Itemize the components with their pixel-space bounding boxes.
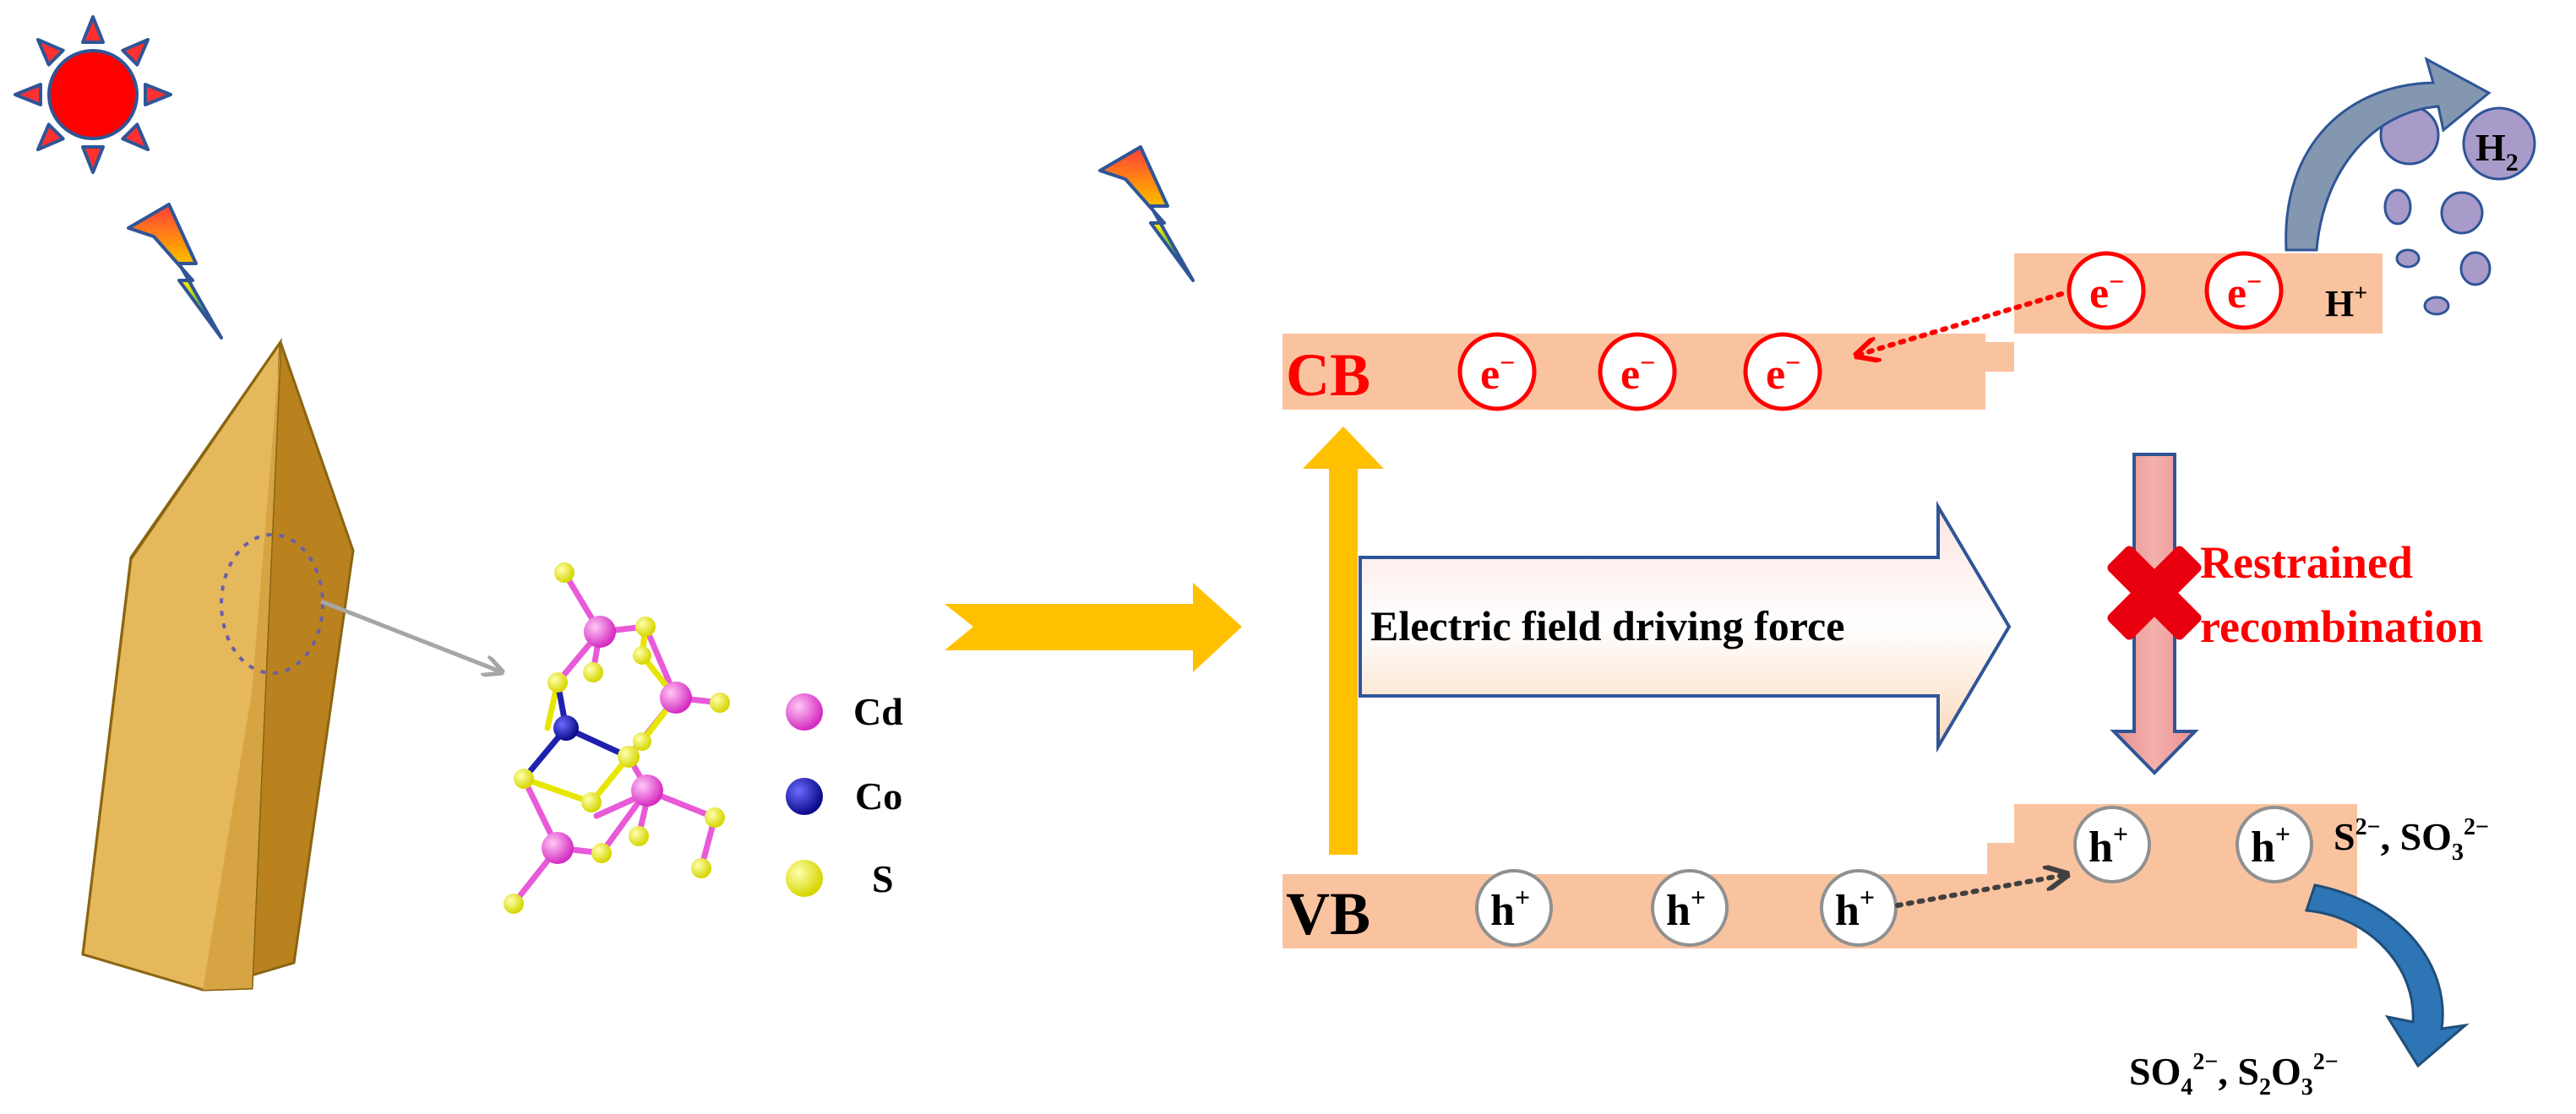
vb-label: VB [1286,880,1370,948]
svg-text:h+: h+ [2089,818,2128,872]
svg-text:h+: h+ [1666,882,1706,935]
electric-field-label: Electric field driving force [1370,602,1844,649]
legend-item-s: S [786,857,894,900]
hole: h+ [2236,806,2313,883]
hydrogen-bubbles: H2 [2379,105,2536,316]
electron: e− [2204,251,2284,330]
hole: h+ [2073,806,2151,883]
lightning-icon [127,203,223,340]
proton-label: H+ [2325,280,2367,324]
lightning-icon [1098,145,1195,282]
hole: h+ [1820,869,1898,947]
electron: e− [1598,332,1677,411]
crystal-structure-molecule [504,562,730,914]
electron: e− [1457,332,1537,411]
electron-carriers: e− e− e− e− e− [1457,251,2284,411]
sun-icon [14,15,172,174]
svg-text:e−: e− [1480,347,1515,399]
svg-text:h+: h+ [1835,882,1875,935]
cross-icon [2107,546,2202,640]
element-legend: Cd Co S [786,690,903,900]
hole: h+ [1651,869,1729,947]
legend-item-cd: Cd [786,690,903,733]
restrained-label-line1: Restrained [2200,537,2413,588]
svg-text:e−: e− [2089,266,2124,318]
legend-label-co: Co [855,774,902,818]
electron-transfer-arrow [1859,291,2064,355]
cb-label: CB [1286,341,1370,409]
legend-label-cd: Cd [853,690,903,733]
reactants-label: S2−, SO32− [2334,814,2489,866]
svg-text:h+: h+ [2251,818,2290,872]
legend-item-co: Co [786,774,902,818]
hole-transfer-arrow [1895,875,2065,908]
restrained-label-line2: recombination [2200,601,2483,652]
svg-text:h+: h+ [1490,882,1530,935]
hole-carriers: h+ h+ h+ h+ h+ [1475,806,2313,947]
crystal-rod [81,337,500,992]
svg-text:e−: e− [2227,266,2262,318]
electron: e− [1743,332,1822,411]
valence-band [1283,804,2357,948]
svg-text:e−: e− [1766,347,1800,399]
hydrogen-label: H2 [2475,126,2519,177]
transition-arrow [945,583,1242,672]
svg-text:e−: e− [1620,347,1655,399]
h2-evolution-arrow [2285,56,2492,252]
products-label: SO42−, S2O32− [2129,1049,2339,1100]
excitation-arrow [1303,427,1384,855]
legend-label-s: S [872,857,894,900]
electron: e− [2067,251,2146,330]
electric-field-arrow: Electric field driving force [1359,500,2012,753]
sacrificial-agent-arrow [2304,883,2470,1068]
hole: h+ [1475,869,1553,947]
zoom-arrow [320,599,500,671]
